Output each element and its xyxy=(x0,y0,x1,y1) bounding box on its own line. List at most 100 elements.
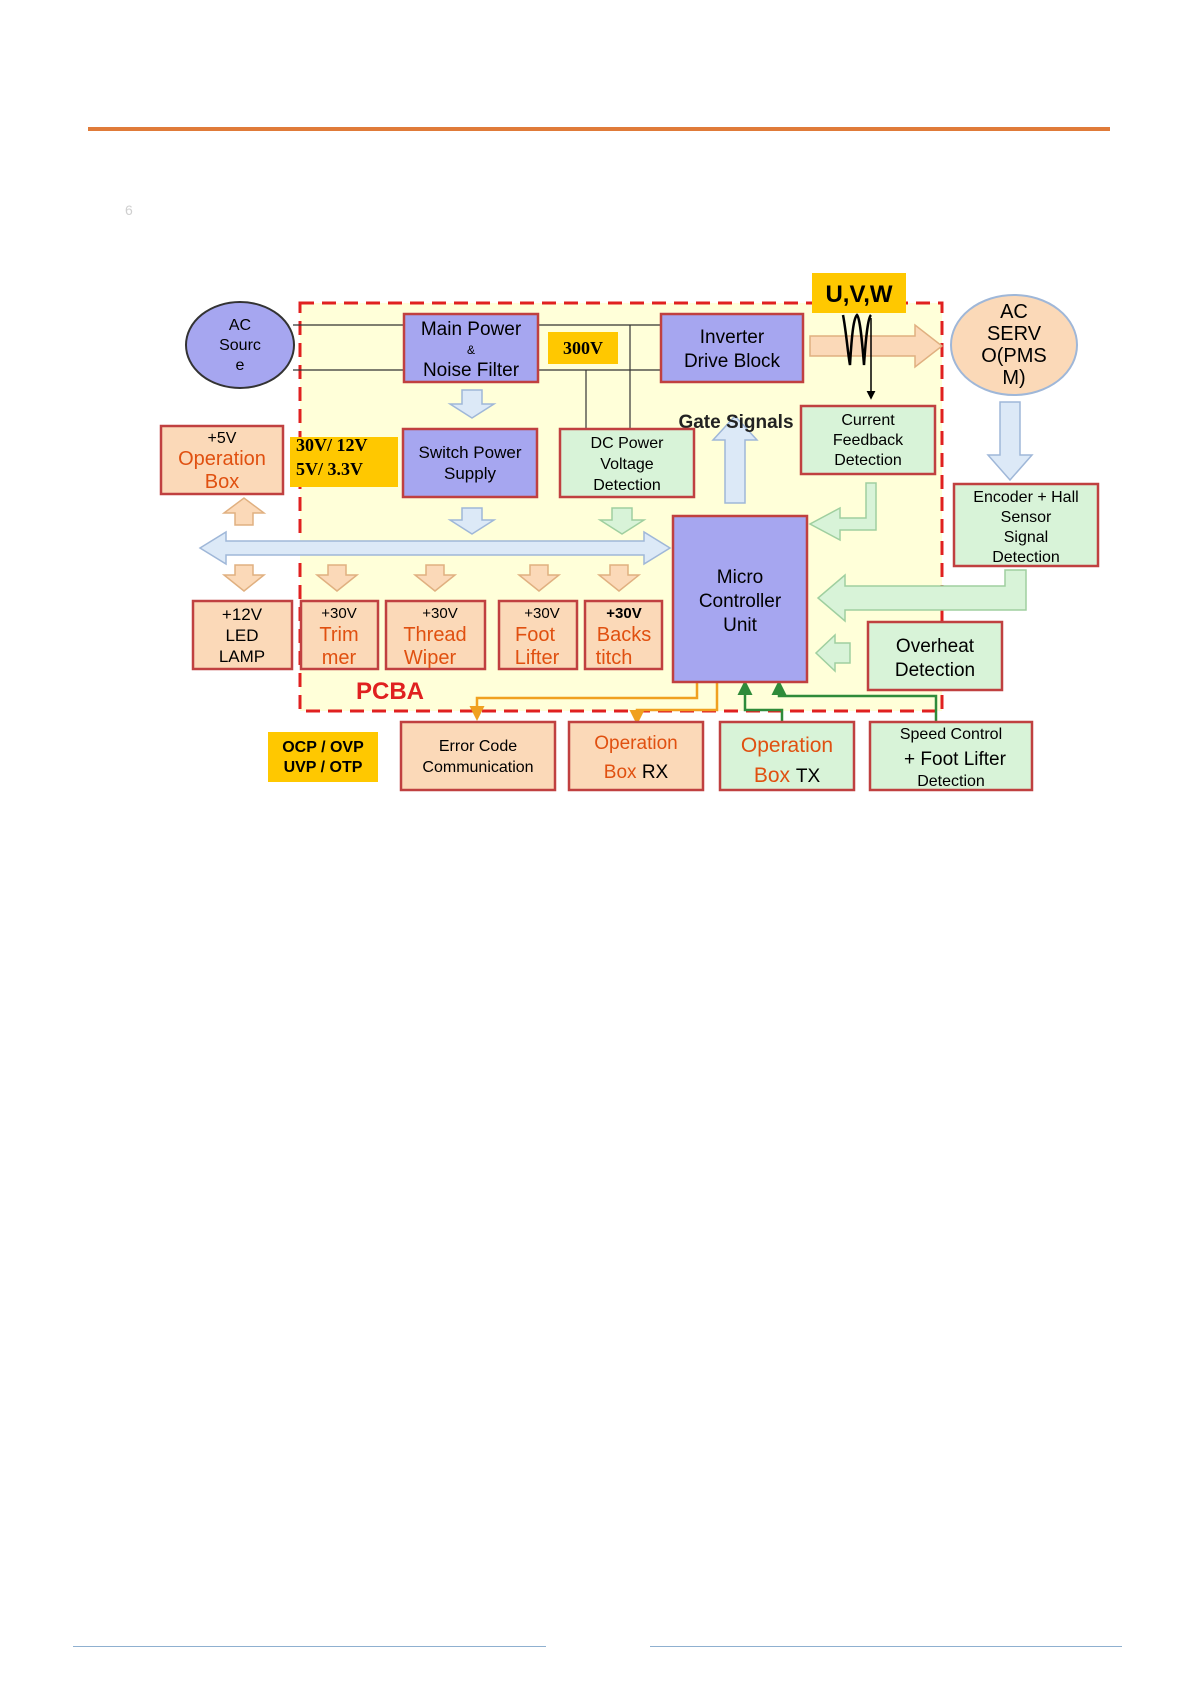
overheat-block xyxy=(866,620,1004,692)
voltages-dc-line: 30V/ 12V xyxy=(296,435,368,455)
trimmer-voltage: +30V xyxy=(321,605,356,622)
ac-source-label: AC Sourc e xyxy=(219,317,261,374)
current-feedback-block xyxy=(799,404,937,476)
op-box-rx-block xyxy=(567,720,705,792)
uvw-label: U,V,W xyxy=(825,281,892,308)
trimmer-line2: mer xyxy=(322,647,357,669)
inverter-block xyxy=(659,312,805,384)
ac-servo-line: SERV xyxy=(987,323,1042,345)
foot-lifter-line2: Lifter xyxy=(515,647,560,669)
overheat-line: Detection xyxy=(895,660,975,681)
op-box-tx-label: Operation xyxy=(741,734,833,757)
op-box-tx-box: Box xyxy=(754,764,796,787)
protection-line: OCP / OVP xyxy=(282,739,364,756)
operation-box-5v-voltage: +5V xyxy=(208,430,237,447)
op-box-rx-line2: Box RX xyxy=(604,762,669,783)
gate-signals-label: Gate Signals xyxy=(678,412,793,433)
led-lamp-line: +12V xyxy=(222,605,263,624)
dc-detection-line: Detection xyxy=(593,477,661,494)
led-lamp-block xyxy=(191,599,294,671)
footer-rule-right xyxy=(650,1646,1122,1647)
op-box-rx-box: Box xyxy=(604,762,642,783)
protection-label: OCP / OVP UVP / OTP xyxy=(282,739,364,776)
footer-rule-left xyxy=(73,1646,546,1647)
ac-source-line: e xyxy=(236,357,245,374)
ac-servo-line: AC xyxy=(1000,301,1028,323)
encoder-line: Sensor xyxy=(1001,509,1052,526)
main-power-block xyxy=(402,312,540,384)
ac-servo-line: M) xyxy=(1002,367,1025,389)
main-power-line: Noise Filter xyxy=(423,360,520,381)
led-lamp-line: LAMP xyxy=(219,647,265,666)
error-code-line: Error Code xyxy=(439,738,517,755)
speed-control-line2: + Foot Lifter xyxy=(904,749,1007,770)
led-lamp-label: +12V LED LAMP xyxy=(219,605,265,666)
encoder-line: Encoder + Hall xyxy=(973,489,1078,506)
bus-arrow xyxy=(198,530,672,566)
dc-detection-line: Voltage xyxy=(600,456,653,473)
thread-wiper-voltage: +30V xyxy=(422,605,457,622)
signal-wires xyxy=(469,680,938,725)
ac-servo-node xyxy=(950,294,1078,396)
protection-line: UVP / OTP xyxy=(284,759,363,776)
voltages-dc-label: 30V/ 12V 5V/ 3.3V xyxy=(296,435,368,479)
error-code-line: Communication xyxy=(422,759,533,776)
error-code-block xyxy=(399,720,557,792)
dc-detection-block xyxy=(558,427,696,499)
main-power-line: & xyxy=(467,343,475,357)
inverter-line: Inverter xyxy=(700,327,765,348)
overheat-line: Overheat xyxy=(896,636,975,657)
page-number: 6 xyxy=(125,202,133,218)
dc-detection-line: DC Power xyxy=(591,435,665,452)
pcba-label: PCBA xyxy=(356,678,424,705)
op-box-rx-label: Operation xyxy=(594,733,677,754)
mcu-line: Controller xyxy=(699,591,782,612)
ac-source-node xyxy=(185,301,295,389)
uvw-label-bg xyxy=(812,273,906,313)
op-box-tx-line2: Box TX xyxy=(754,764,821,787)
backstitch-voltage: +30V xyxy=(606,605,641,622)
main-power-line: Main Power xyxy=(421,319,522,340)
foot-lifter-label: Foot xyxy=(515,624,555,646)
op-box-tx-suffix: TX xyxy=(796,766,821,787)
current-feedback-line: Current xyxy=(841,412,895,429)
encoder-block xyxy=(952,482,1100,568)
speed-control-label: Speed Control xyxy=(900,726,1002,743)
power-lines xyxy=(293,324,660,428)
voltages-dc-line: 5V/ 3.3V xyxy=(296,459,363,479)
foot-lifter-block xyxy=(497,599,579,671)
operation-box-5v-label: Operation xyxy=(178,448,266,470)
ac-source-line: Sourc xyxy=(219,337,261,354)
operation-box-5v-line2: Box xyxy=(205,471,239,493)
operation-box-5v-block xyxy=(159,424,285,496)
speed-control-block xyxy=(868,720,1034,792)
op-box-tx-block xyxy=(718,720,856,792)
protection-bg xyxy=(268,732,378,782)
mcu-line: Micro xyxy=(717,567,763,588)
foot-lifter-voltage: +30V xyxy=(524,605,559,622)
thread-wiper-block xyxy=(384,599,487,671)
op-box-tx-word: Operation xyxy=(741,734,833,757)
backstitch-label: Backs xyxy=(597,624,651,646)
voltages-dc-bg xyxy=(290,437,398,487)
main-power-label: Main Power & Noise Filter xyxy=(421,319,522,381)
trimmer-label: Trim xyxy=(319,624,358,646)
uvw-waveform xyxy=(841,313,873,366)
trimmer-block xyxy=(299,599,380,671)
ac-source-line: AC xyxy=(229,317,251,334)
current-feedback-line: Detection xyxy=(834,452,902,469)
encoder-line: Signal xyxy=(1004,529,1048,546)
block-arrows xyxy=(221,323,1034,673)
led-lamp-line: LED xyxy=(225,626,258,645)
inverter-line: Drive Block xyxy=(684,351,781,372)
op-box-rx-suffix: RX xyxy=(642,762,669,783)
